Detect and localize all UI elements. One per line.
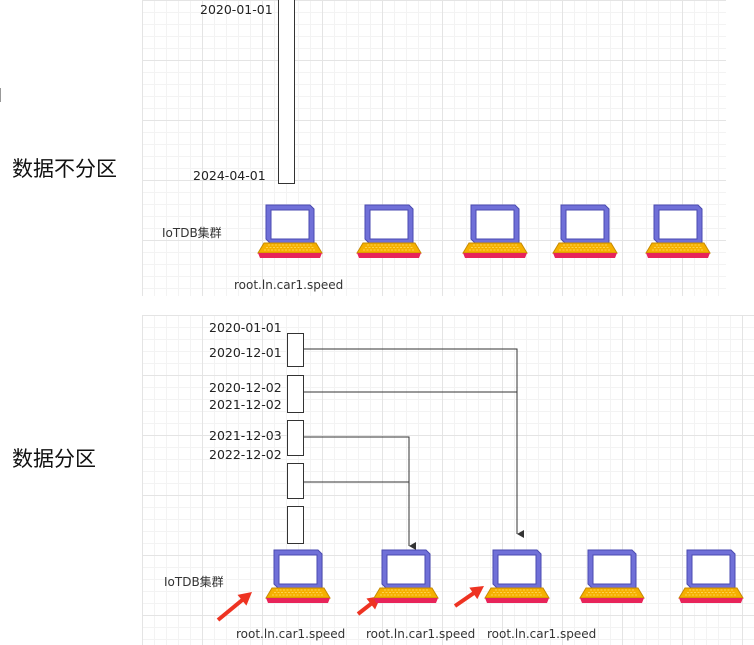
- red-arrow-icon: [469, 586, 484, 600]
- laptop-icon: [677, 548, 745, 604]
- laptop-icon: [578, 548, 646, 604]
- cluster-label-top: IoTDB集群: [162, 226, 222, 240]
- range-end-label: 2024-04-01: [193, 168, 266, 183]
- date-label: 2020-12-02: [209, 380, 282, 395]
- caption-partition: 数据分区: [12, 447, 96, 471]
- series-label-node-3: root.ln.car1.speed: [487, 627, 597, 641]
- date-label: 2021-12-03: [209, 428, 282, 443]
- laptop-icon: [461, 203, 529, 259]
- series-label-node-1: root.ln.car1.speed: [236, 627, 346, 641]
- laptop-icon: [355, 203, 423, 259]
- partition-block-4: [287, 463, 304, 499]
- range-start-label: 2020-01-01: [200, 2, 273, 17]
- caption-no-partition: 数据不分区: [12, 157, 117, 181]
- partition-block-5: [287, 506, 304, 544]
- laptop-icon: [372, 548, 440, 604]
- red-arrow-icon: [216, 595, 248, 622]
- laptop-icon: [256, 203, 324, 259]
- diagram-panel-partition: [142, 315, 754, 645]
- partition-block-2: [287, 375, 304, 413]
- partition-block-1: [287, 333, 304, 367]
- unpartitioned-data-block: [278, 0, 295, 184]
- laptop-icon: [551, 203, 619, 259]
- series-label-node-2: root.ln.car1.speed: [366, 627, 476, 641]
- date-label: 2020-12-01: [209, 345, 282, 360]
- date-label: 2020-01-01: [209, 320, 282, 335]
- date-label: 2021-12-02: [209, 397, 282, 412]
- diagram-panel-no-partition: [142, 0, 726, 296]
- connector-to-node-3: [304, 348, 524, 538]
- laptop-icon: [644, 203, 712, 259]
- series-label-top: root.ln.car1.speed: [234, 278, 344, 292]
- red-arrow-icon: [237, 592, 252, 606]
- edge-mark: [0, 88, 5, 102]
- connector-to-node-2: [304, 436, 416, 550]
- laptop-icon: [264, 548, 332, 604]
- laptop-icon: [483, 548, 551, 604]
- partition-block-3: [287, 420, 304, 456]
- date-label: 2022-12-02: [209, 447, 282, 462]
- cluster-label-bottom: IoTDB集群: [164, 575, 224, 589]
